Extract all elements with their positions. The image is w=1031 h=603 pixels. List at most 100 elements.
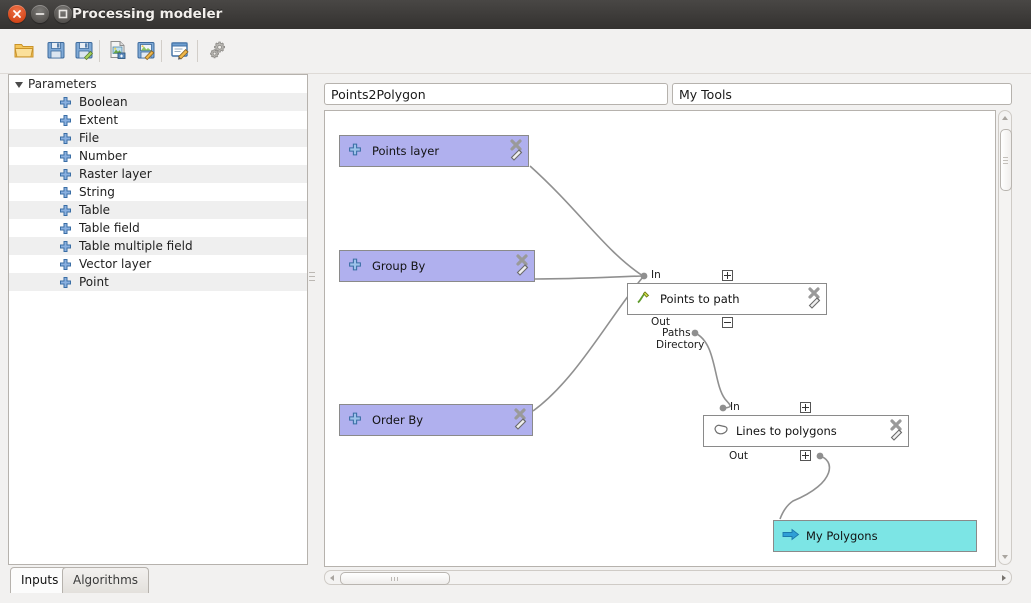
points-to-path-out-expander[interactable] (722, 317, 733, 328)
lines-to-polygons-in-expander[interactable] (800, 402, 811, 413)
canvas-horizontal-scrollbar[interactable] (324, 570, 1012, 585)
chevron-down-icon[interactable] (15, 81, 23, 88)
tree-item-label: Point (79, 275, 109, 289)
toolbar-separator-3 (197, 40, 198, 62)
gears-run-icon (207, 39, 229, 64)
tree-root-label: Parameters (28, 77, 97, 91)
tree-root-parameters[interactable]: Parameters (9, 75, 307, 93)
node-label: Lines to polygons (736, 424, 837, 438)
edit-pencil-icon[interactable] (514, 261, 531, 281)
tab-inputs-label: Inputs (21, 573, 59, 587)
tree-item-vector-layer[interactable]: Vector layer (9, 255, 307, 273)
tree-item-boolean[interactable]: Boolean (9, 93, 307, 111)
tree-item-number[interactable]: Number (9, 147, 307, 165)
tab-algorithms[interactable]: Algorithms (62, 567, 150, 593)
splitter-grip[interactable] (309, 272, 315, 283)
edit-pencil-icon[interactable] (806, 294, 823, 314)
points-to-path-in-expander[interactable] (722, 270, 733, 281)
main-toolbar (0, 29, 1031, 74)
edit-help-button[interactable] (166, 37, 194, 65)
toolbar-separator-2 (161, 40, 162, 62)
close-icon[interactable] (806, 285, 822, 304)
node-order-by[interactable]: Order By (339, 404, 533, 436)
node-points-layer[interactable]: Points layer (339, 135, 529, 167)
plus-param-icon (59, 240, 72, 253)
run-model-button[interactable] (204, 37, 232, 65)
close-icon[interactable] (888, 417, 904, 436)
port-label-directory: Directory (656, 339, 705, 351)
port-label-paths: Paths (662, 327, 691, 339)
floppy-save-as-icon (73, 39, 95, 64)
minimize-window-button[interactable] (31, 5, 49, 23)
node-label: Order By (372, 413, 424, 427)
window-titlebar: Processing modeler (0, 0, 1031, 30)
window-title: Processing modeler (72, 6, 223, 22)
save-model-button[interactable] (42, 37, 70, 65)
toolbar-separator-1 (99, 40, 100, 62)
node-lines-to-polygons[interactable]: Lines to polygons (703, 415, 909, 447)
edit-pencil-icon[interactable] (512, 415, 529, 435)
port-label-out-lines-to-polygons: Out (729, 450, 749, 462)
lines-to-polygons-out-expander[interactable] (800, 450, 811, 461)
window-controls (8, 5, 72, 23)
tab-inputs[interactable]: Inputs (10, 567, 70, 593)
save-model-as-button[interactable] (70, 37, 98, 65)
tree-item-label: Boolean (79, 95, 128, 109)
plus-param-icon (59, 204, 72, 217)
tree-item-point[interactable]: Point (9, 273, 307, 291)
tree-item-label: Table field (79, 221, 140, 235)
edit-pencil-icon[interactable] (508, 146, 525, 166)
panel-splitter[interactable] (308, 74, 316, 565)
output-arrow-icon (782, 528, 800, 545)
scroll-left-arrow-icon[interactable] (325, 571, 339, 584)
folder-open-icon (13, 39, 35, 64)
model-canvas[interactable]: Points layer Group By (324, 110, 996, 567)
node-label: Points to path (660, 292, 740, 306)
node-points-to-path[interactable]: Points to path (627, 283, 827, 315)
maximize-window-button[interactable] (54, 5, 72, 23)
edit-help-icon (169, 39, 191, 64)
tree-item-file[interactable]: File (9, 129, 307, 147)
canvas-vertical-scrollbar[interactable] (998, 110, 1012, 565)
plus-param-icon (59, 186, 72, 199)
export-script-button[interactable] (132, 37, 160, 65)
node-group-by[interactable]: Group By (339, 250, 535, 282)
tree-item-label: Table (79, 203, 111, 217)
model-name-input[interactable]: Points2Polygon (324, 83, 668, 105)
plus-param-icon (348, 258, 362, 275)
export-image-button[interactable] (104, 37, 132, 65)
parameters-tree[interactable]: Parameters Boolean Extent File Number Ra… (8, 74, 308, 565)
model-meta-bar: Points2Polygon My Tools (324, 83, 1012, 105)
open-model-button[interactable] (10, 37, 38, 65)
horizontal-scrollbar-thumb[interactable] (340, 572, 450, 585)
tree-item-table-field[interactable]: Table field (9, 219, 307, 237)
scroll-down-arrow-icon[interactable] (999, 550, 1011, 564)
tree-item-string[interactable]: String (9, 183, 307, 201)
tab-algorithms-label: Algorithms (73, 573, 139, 587)
model-group-input[interactable]: My Tools (672, 83, 1012, 105)
edit-pencil-icon[interactable] (888, 426, 905, 446)
scroll-right-arrow-icon[interactable] (997, 571, 1011, 584)
plus-param-icon (59, 258, 72, 271)
node-my-polygons[interactable]: My Polygons (773, 520, 977, 552)
node-label: Group By (372, 259, 426, 273)
close-window-button[interactable] (8, 5, 26, 23)
tree-item-table-multiple-field[interactable]: Table multiple field (9, 237, 307, 255)
vertical-scrollbar-thumb[interactable] (1000, 129, 1012, 191)
close-icon[interactable] (514, 252, 530, 271)
tree-item-label: Table multiple field (79, 239, 193, 253)
node-label: Points layer (372, 144, 440, 158)
scroll-up-arrow-icon[interactable] (999, 111, 1011, 125)
close-icon[interactable] (508, 137, 524, 156)
tree-item-label: File (79, 131, 100, 145)
port-label-in-lines-to-polygons: In (730, 401, 740, 413)
plus-param-icon (59, 132, 72, 145)
tree-item-extent[interactable]: Extent (9, 111, 307, 129)
plus-param-icon (59, 114, 72, 127)
port-label-out-points-to-path: Out (651, 316, 671, 328)
tree-item-table[interactable]: Table (9, 201, 307, 219)
export-script-icon (135, 39, 157, 64)
tree-item-raster-layer[interactable]: Raster layer (9, 165, 307, 183)
close-icon[interactable] (512, 406, 528, 425)
tree-item-label: String (79, 185, 115, 199)
